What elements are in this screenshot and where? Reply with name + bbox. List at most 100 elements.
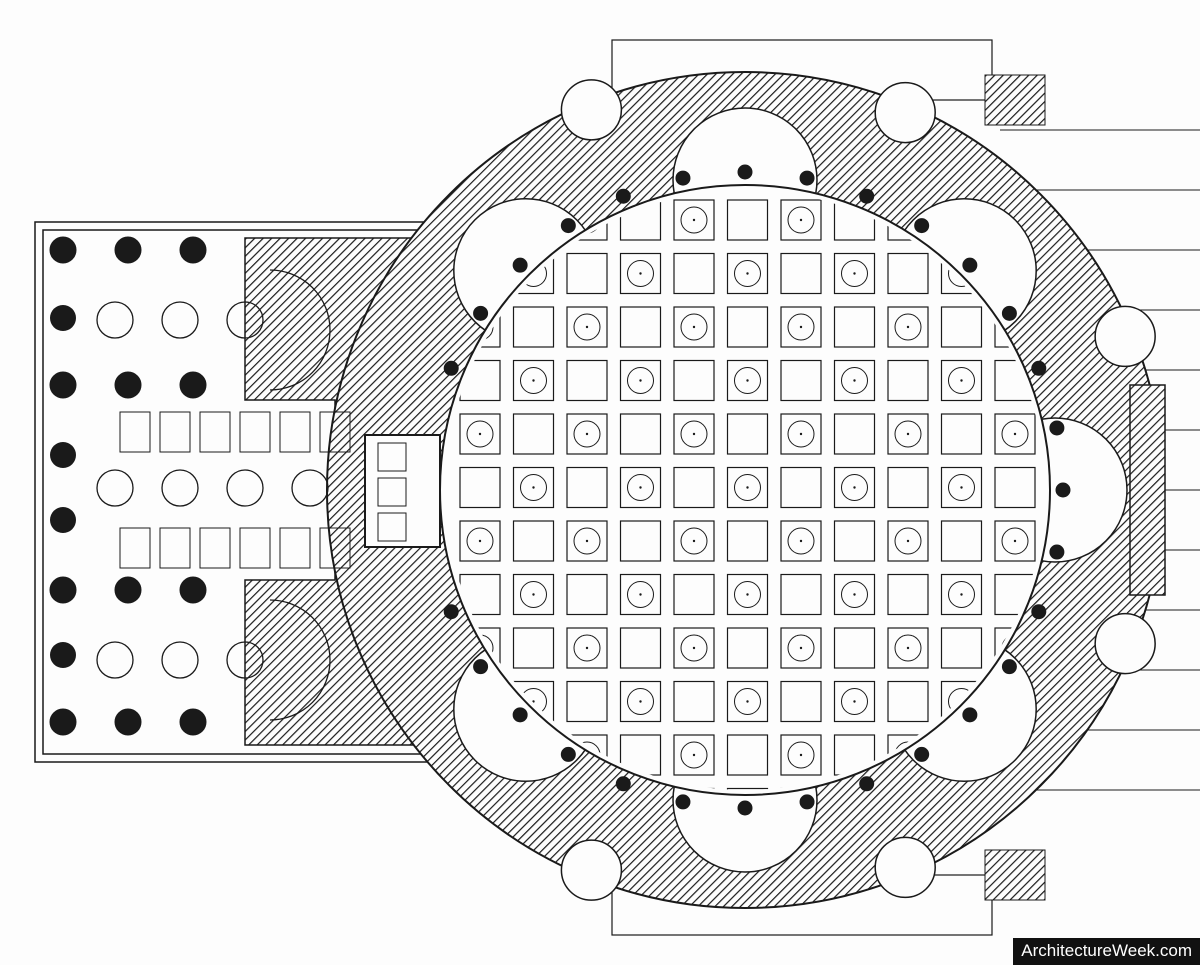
floor-square <box>512 466 555 509</box>
roundel-center <box>585 432 589 436</box>
floor-roundel <box>841 474 868 501</box>
niche-column <box>962 707 978 723</box>
roundel-center <box>532 593 535 596</box>
floor-square <box>512 573 555 616</box>
rear-projection <box>1129 384 1166 596</box>
floor-square <box>994 520 1036 562</box>
floor-square <box>619 359 662 402</box>
roundel-center <box>1013 432 1017 436</box>
floor-square <box>726 413 769 455</box>
floor-square <box>619 520 662 562</box>
column-base <box>226 301 264 339</box>
floor-roundel <box>627 688 654 715</box>
floor-square <box>887 359 929 402</box>
floor-square <box>512 306 555 348</box>
floor-square <box>940 359 983 402</box>
floor-roundel <box>466 420 494 448</box>
floor-roundel <box>680 527 708 555</box>
roundel-center <box>960 593 963 596</box>
roundel-center <box>532 700 535 703</box>
floor-square <box>1049 789 1089 829</box>
floor-square <box>780 680 822 723</box>
floor-square <box>780 520 822 562</box>
floor-roundel <box>627 474 654 501</box>
floor-square <box>726 680 769 723</box>
niche-column <box>859 776 875 792</box>
floor-square <box>619 252 662 295</box>
outer-niche <box>874 836 936 899</box>
roundel-center <box>1067 807 1069 809</box>
portico-column <box>49 576 77 604</box>
floor-square <box>887 680 929 723</box>
niche-column <box>962 257 978 273</box>
floor-square <box>566 520 608 562</box>
niche-column <box>737 800 753 816</box>
niche-column <box>914 218 930 234</box>
floor-square <box>566 466 608 509</box>
floor-square <box>673 199 715 241</box>
column-base <box>96 469 134 507</box>
floor-square <box>673 573 715 616</box>
roundel-center <box>960 486 963 489</box>
floor-square <box>673 306 715 348</box>
floor-roundel <box>573 420 601 448</box>
floor-square <box>994 413 1036 455</box>
floor-square <box>726 466 769 509</box>
outer-niche <box>1094 305 1156 368</box>
floor-square <box>726 787 769 790</box>
floor-square <box>512 520 555 562</box>
floor-roundel <box>520 367 547 394</box>
aisle-panel <box>199 411 231 453</box>
portico-column <box>50 442 76 468</box>
floor-square <box>833 252 876 295</box>
floor-roundel <box>734 260 761 287</box>
floor-square <box>673 734 715 776</box>
portico-column <box>49 236 77 264</box>
floor-square <box>619 680 662 723</box>
portico-column <box>114 576 142 604</box>
column-base <box>226 469 264 507</box>
column-base <box>161 301 199 339</box>
roundel-center <box>746 700 749 703</box>
floor-square <box>780 573 822 616</box>
floor-square <box>833 520 876 562</box>
floor-square <box>512 413 555 455</box>
floor-square <box>887 413 929 455</box>
portico-column <box>114 236 142 264</box>
column-base <box>161 641 199 679</box>
floor-square <box>566 627 608 669</box>
floor-roundel <box>627 367 654 394</box>
floor-square <box>726 199 769 241</box>
floor-square <box>994 466 1036 509</box>
portico-column <box>179 371 207 399</box>
roundel-center <box>746 272 749 275</box>
floor-roundel <box>680 634 708 662</box>
roundel-center <box>746 593 749 596</box>
roundel-center <box>585 646 589 650</box>
niche-column <box>1001 305 1017 321</box>
aisle-panel <box>199 527 231 569</box>
roundel-center <box>906 539 910 543</box>
niche-column <box>443 604 459 620</box>
floor-square <box>780 306 822 348</box>
floor-square <box>780 413 822 455</box>
floor-roundel <box>894 313 922 341</box>
floor-roundel <box>466 527 494 555</box>
portico-column <box>49 708 77 736</box>
roundel-center <box>639 700 642 703</box>
floor-square <box>780 252 822 295</box>
floor-square <box>726 734 769 776</box>
aisle-panel <box>119 411 151 453</box>
roundel-center <box>532 486 535 489</box>
roundel-center <box>639 272 642 275</box>
niche-column <box>443 360 459 376</box>
floor-square <box>673 252 715 295</box>
niche-column <box>799 794 815 810</box>
roundel-center <box>692 646 696 650</box>
floor-square <box>566 306 608 348</box>
portico-column <box>179 236 207 264</box>
portico-column <box>50 507 76 533</box>
aisle-panel <box>319 527 351 569</box>
floor-roundel <box>734 581 761 608</box>
